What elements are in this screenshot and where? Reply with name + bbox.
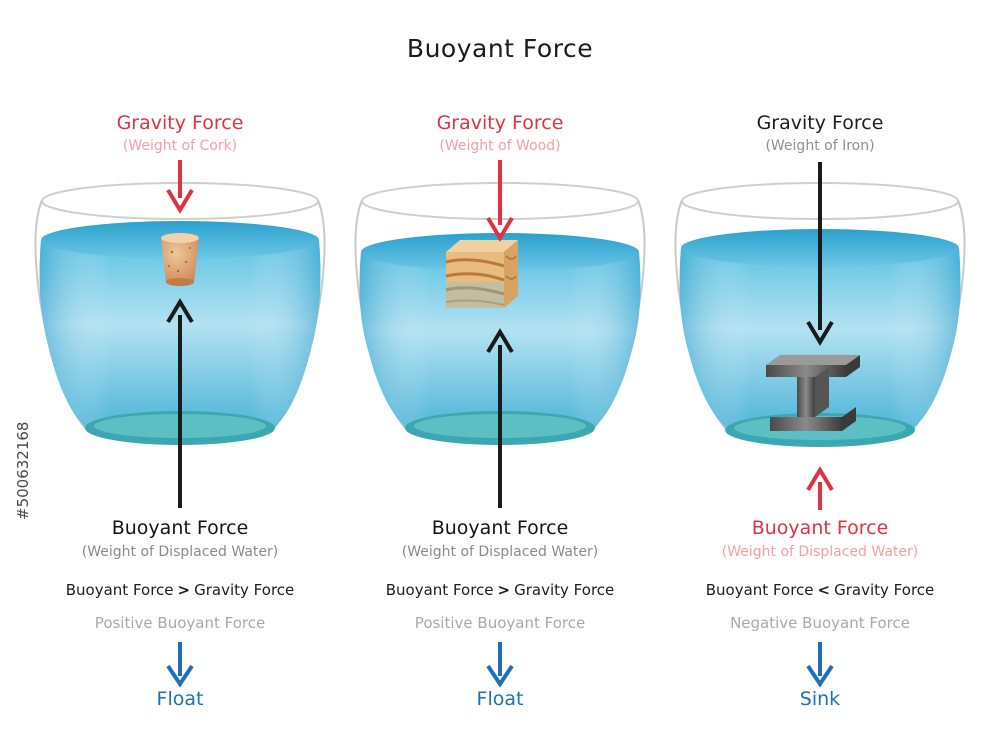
buoyant-sub-wood: (Weight of Displaced Water) [401, 544, 599, 560]
buoyant-arrow-iron [806, 466, 834, 510]
result-arrow-wood [486, 642, 514, 688]
compare-right: Gravity Force [194, 581, 295, 599]
compare-left: Buoyant Force [385, 581, 494, 599]
buoyancy-kind-cork: Positive Buoyant Force [94, 614, 266, 632]
result-arrow-iron [806, 642, 834, 688]
buoyant-arrow-wood [486, 328, 514, 508]
comparison-cork: Buoyant Force>Gravity Force [66, 581, 295, 599]
compare-left: Buoyant Force [705, 581, 814, 599]
gravity-sub-cork: (Weight of Cork) [122, 138, 238, 154]
result-iron: Sink [799, 688, 841, 710]
result-wood: Float [476, 688, 524, 710]
buoyancy-kind-wood: Positive Buoyant Force [414, 614, 586, 632]
buoyant-label-wood: Buoyant Force [431, 517, 569, 539]
compare-operator: > [497, 581, 511, 599]
gravity-arrow-iron [806, 162, 834, 346]
gravity-arrow-cork [166, 160, 194, 214]
compare-operator: > [177, 581, 191, 599]
compare-left: Buoyant Force [65, 581, 174, 599]
buoyant-label-cork: Buoyant Force [111, 517, 249, 539]
buoyant-arrow-cork [166, 298, 194, 508]
gravity-label-cork: Gravity Force [116, 112, 244, 134]
comparison-wood: Buoyant Force>Gravity Force [386, 581, 615, 599]
buoyant-label-iron: Buoyant Force [751, 517, 889, 539]
comparison-iron: Buoyant Force<Gravity Force [706, 581, 935, 599]
iron-beam-icon [766, 355, 860, 431]
buoyancy-kind-iron: Negative Buoyant Force [730, 614, 910, 632]
wood-block-icon [445, 240, 518, 308]
cork-icon [161, 233, 199, 286]
gravity-arrow-wood [486, 160, 514, 242]
compare-right: Gravity Force [514, 581, 615, 599]
glass-wood [354, 182, 646, 445]
buoyant-sub-iron: (Weight of Displaced Water) [721, 544, 919, 560]
result-cork: Float [156, 688, 204, 710]
result-arrow-cork [166, 642, 194, 688]
gravity-label-iron: Gravity Force [756, 112, 884, 134]
gravity-sub-iron: (Weight of Iron) [765, 138, 875, 154]
gravity-label-wood: Gravity Force [436, 112, 564, 134]
stock-id-label: #500632168 [14, 421, 32, 520]
diagram-title: Buoyant Force [406, 34, 594, 63]
compare-right: Gravity Force [834, 581, 935, 599]
buoyant-sub-cork: (Weight of Displaced Water) [81, 544, 279, 560]
compare-operator: < [817, 581, 831, 599]
gravity-sub-wood: (Weight of Wood) [439, 138, 561, 154]
